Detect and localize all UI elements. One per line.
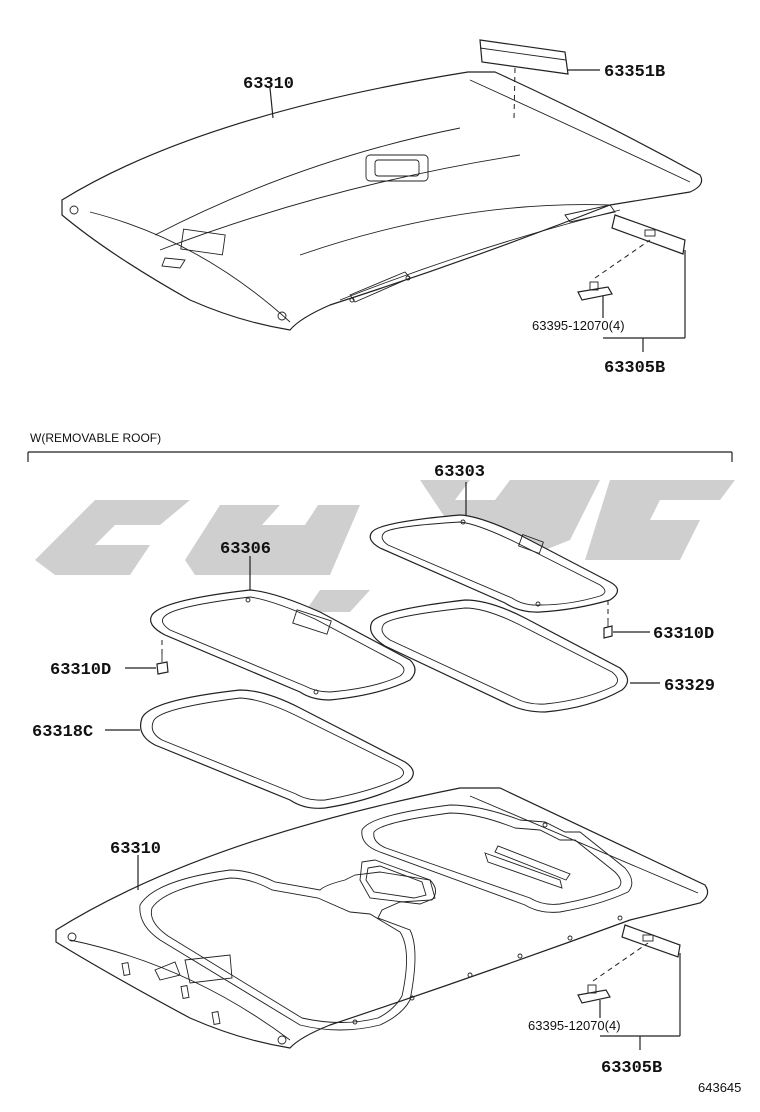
label-screw-right: 63310D (653, 625, 714, 644)
bottom-clip (577, 984, 611, 1004)
top-clip (577, 281, 613, 301)
label-bottom-headlining: 63310 (110, 840, 161, 859)
seal-63329 (369, 599, 629, 713)
label-top-pad: 63351B (604, 63, 665, 82)
label-frame-left: 63306 (220, 540, 271, 559)
frame-left-63306 (149, 589, 416, 701)
label-seal-left: 63318C (32, 723, 93, 742)
seal-63318C (139, 689, 414, 809)
diagram-code: 643645 (698, 1080, 741, 1095)
bottom-clip-strip (621, 924, 681, 958)
top-clip-strip (611, 214, 686, 255)
label-top-clip-qty: 63395-12070(4) (532, 318, 625, 333)
section-title: W(REMOVABLE ROOF) (30, 431, 161, 445)
bottom-headlining-63310 (55, 787, 709, 1049)
top-pad-63351B (479, 39, 569, 75)
screw-right (603, 620, 613, 639)
label-top-headlining: 63310 (243, 75, 294, 94)
label-screw-left: 63310D (50, 661, 111, 680)
label-seal-right: 63329 (664, 677, 715, 696)
top-headlining-63310 (61, 71, 703, 331)
label-bottom-clip-qty: 63395-12070(4) (528, 1018, 621, 1033)
label-frame-right: 63303 (434, 463, 485, 482)
screw-left (156, 654, 169, 675)
frame-right-63303 (369, 514, 619, 613)
label-top-clip-set: 63305B (604, 359, 665, 378)
label-bottom-clip-set: 63305B (601, 1059, 662, 1078)
